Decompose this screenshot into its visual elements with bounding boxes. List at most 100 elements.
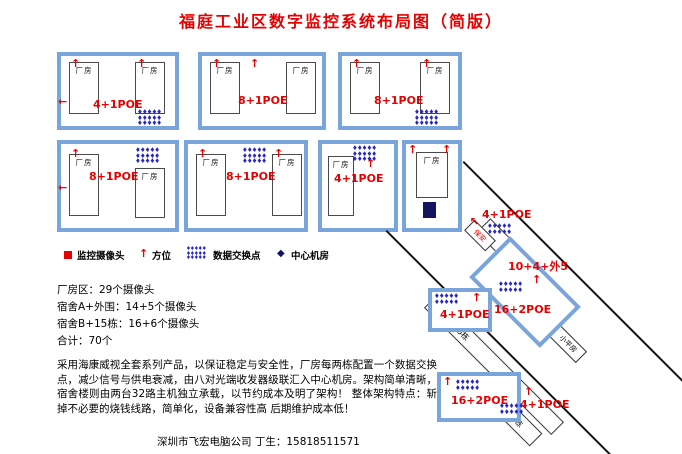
server-block: 厂房 ↑ ↑ [402,140,462,232]
direction-arrow-icon: ↑ [71,57,81,70]
factory-room: 厂房 [286,62,316,114]
diamond-row: ♦♦♦♦♦ [137,108,162,116]
b15-equipment-box: ♦♦♦♦♦ ♦♦♦♦♦ 4+1POE ↑ [428,288,492,332]
diamond-row: ♦♦♦♦♦ [186,255,207,261]
small-house-label: 小平房 [557,333,579,355]
factory-room: 厂房 [69,62,99,114]
factory-block-5: 厂房 厂房 8+1POE ↑ ↑ ♦♦♦♦♦ ♦♦♦♦♦ ♦♦♦♦♦ [184,140,308,232]
factory-room: 厂房 [416,152,448,198]
diamond-row: ♦♦♦♦♦ [414,119,439,127]
data-switch-cluster-icon: ♦♦♦♦♦ ♦♦♦♦♦ ♦♦♦♦♦ [414,109,439,127]
diamond-row: ♦♦♦♦♦ [499,402,524,410]
legend-server-label: 中心机房 [291,251,330,262]
legend-direction-label: 方位 [152,251,172,262]
poe-label: 8+1POE [374,94,424,107]
diamond-row: ♦♦♦♦♦ [242,146,267,154]
direction-arrow-icon: ↑ [198,147,208,160]
stat-line-dorm-a: 宿舍A+外围：14+5个摄像头 [57,301,197,313]
diamond-row: ♦♦♦♦♦ [414,113,439,122]
diamond-row: ♦♦♦♦♦ [352,144,377,152]
legend-camera-label: 监控摄像头 [77,251,125,262]
diamond-row: ♦♦♦♦♦ [352,149,377,158]
diamond-row: ♦♦♦♦♦ [137,119,162,127]
direction-arrow-icon: ← [58,181,68,194]
poe-label: 10+4+外5 [508,260,569,273]
factory-room: 厂房 [350,62,380,114]
diamond-row: ♦♦♦♦♦ [455,383,480,392]
camera-icon [64,251,72,259]
data-switch-cluster-icon: ♦♦♦♦♦ ♦♦♦♦♦ [434,292,459,306]
diamond-row: ♦♦♦♦♦ [186,246,207,252]
factory-room: 厂房 [69,154,99,216]
diamond-row: ♦♦♦♦♦ [186,250,207,257]
direction-arrow-icon: ↑ [442,143,452,156]
data-switch-cluster-icon: ♦♦♦♦♦ ♦♦♦♦♦ [455,378,480,392]
direction-arrow-icon: ↑ [212,57,222,70]
diamond-row: ♦♦♦♦♦ [135,157,160,165]
poe-label: 4+1POE [93,98,143,111]
page-title: 福庭工业区数字监控系统布局图（简版） [178,12,503,31]
diamond-row: ♦♦♦♦♦ [137,113,162,122]
diamond-row: ♦♦♦♦♦ [352,155,377,163]
diamond-row: ♦♦♦♦♦ [487,222,512,230]
factory-block-2: 厂房 厂房 8+1POE ↑ ↑ [198,52,326,130]
direction-arrow-icon: ↑ [532,273,542,286]
stat-line-total: 合计：70个 [57,335,113,347]
poe-label: 16+2POE [494,303,552,316]
diamond-row: ♦♦♦♦♦ [455,378,480,386]
direction-arrow-icon: ← [58,95,68,108]
diamond-row: ♦♦♦♦♦ [135,151,160,160]
factory-room: 厂房 [135,168,165,218]
diamond-row: ♦♦♦♦♦ [499,407,524,416]
direction-arrow-icon: ↑ [71,147,81,160]
data-switch-cluster-icon: ♦♦♦♦♦ ♦♦♦♦♦ ♦♦♦♦♦ [352,144,377,163]
description-text: 采用海康威视全套系列产品，以保证稳定与安全性，厂房每两栋配置一个数据交换点，减少… [57,359,437,415]
poe-label: 8+1POE [226,170,276,183]
poe-label: 4+1POE [482,208,532,221]
diamond-row: ♦♦♦♦♦ [434,297,459,306]
direction-arrow-icon: ↑ [250,57,260,70]
stat-line-factory: 厂房区：29个摄像头 [57,284,155,296]
direction-arrow-icon: ↑ [137,57,147,70]
direction-arrow-icon: ↑ [274,147,284,160]
factory-block-6: 厂房 4+1POE ↑ ♦♦♦♦♦ ♦♦♦♦♦ ♦♦♦♦♦ [318,140,398,232]
factory-room: 厂房 [420,62,450,114]
factory-room: 厂房 [328,156,354,216]
diamond-row: ♦♦♦♦♦ [242,151,267,160]
camera-count-stats: 厂房区：29个摄像头 宿舍A+外围：14+5个摄像头 宿舍B+15栋：16+6个… [57,282,199,350]
direction-arrow-icon: ↑ [352,57,362,70]
data-switch-cluster-icon: ♦♦♦♦♦ ♦♦♦♦♦ [499,402,524,416]
data-switch-cluster-icon: ♦♦♦♦♦ ♦♦♦♦♦ [487,222,512,236]
direction-arrow-icon: ↑ [472,291,482,304]
data-switch-cluster-icon: ♦♦♦♦♦ ♦♦♦♦♦ ♦♦♦♦♦ [242,146,267,165]
server-room-icon: ◆ [277,248,285,259]
poe-label: 4+1POE [334,172,384,185]
diamond-row: ♦♦♦♦♦ [135,146,160,154]
diamond-row: ♦♦♦♦♦ [242,157,267,165]
poe-label: 16+2POE [451,394,509,407]
direction-arrow-icon: ↑ [524,385,534,398]
diamond-row: ♦♦♦♦♦ [498,280,523,288]
dorm-b-equipment-box: ↑ ♦♦♦♦♦ ♦♦♦♦♦ 16+2POE [437,372,521,422]
direction-arrow-icon: ↑ [422,57,432,70]
factory-room: 厂房 [272,154,302,216]
direction-arrow-icon: ↑ [408,143,418,156]
legend-switch-label: 数据交换点 [213,251,261,262]
direction-arrow-icon: ↑ [443,375,453,388]
poe-label: 8+1POE [238,94,288,107]
data-switch-cluster-icon: ♦♦♦♦♦ ♦♦♦♦♦ ♦♦♦♦♦ [137,108,162,127]
data-switch-cluster-icon: ♦♦♦♦♦ ♦♦♦♦♦ ♦♦♦♦♦ [186,246,207,261]
factory-room: 厂房 [210,62,240,114]
direction-arrow-icon: ↑ [366,157,376,170]
diamond-row: ♦♦♦♦♦ [487,227,512,236]
diamond-row: ♦♦♦♦♦ [434,292,459,300]
factory-block-1: 厂房 厂房 4+1POE ↑ ↑ ← ♦♦♦♦♦ ♦♦♦♦♦ ♦♦♦♦♦ [57,52,179,130]
server-room-marker [423,202,436,218]
factory-block-4: 厂房 厂房 8+1POE ↑ ← ♦♦♦♦♦ ♦♦♦♦♦ ♦♦♦♦♦ [57,140,179,232]
stat-line-dorm-b: 宿舍B+15栋：16+6个摄像头 [57,318,200,330]
data-switch-cluster-icon: ♦♦♦♦♦ ♦♦♦♦♦ [498,280,523,294]
data-switch-cluster-icon: ♦♦♦♦♦ ♦♦♦♦♦ ♦♦♦♦♦ [135,146,160,165]
poe-label: 8+1POE [89,170,139,183]
diamond-row: ♦♦♦♦♦ [498,285,523,294]
